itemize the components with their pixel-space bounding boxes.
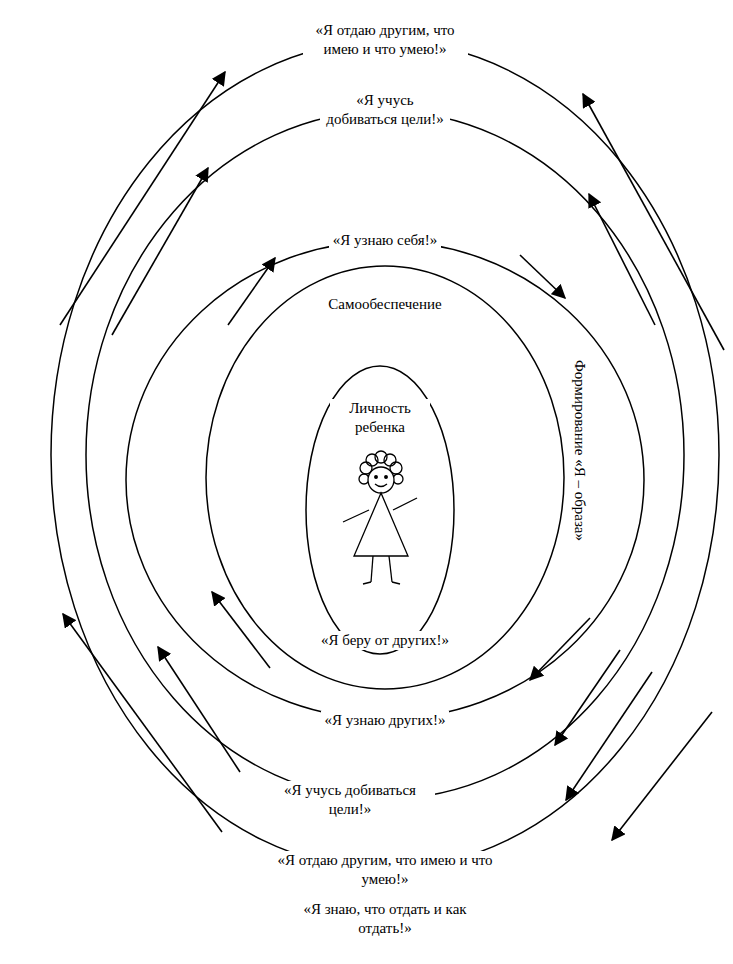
ring-ellipse: «Я узнаю себя!»«Я узнаю других!»Самообес… [125,240,645,720]
ring-ellipse: «Я отдаю другим, что имею и что умею!»«Я… [50,40,720,870]
ring-text: Самообеспечение [324,295,446,314]
note-label: «Я знаю, что отдать и как отдать!» [277,900,493,938]
ring-ellipse: «Я учусь добиваться цели!»«Я учусь добив… [85,110,685,800]
ring-text: «Я узнаю других!» [321,711,450,730]
ring-text: «Я узнаю себя!» [329,231,441,250]
ring-text: «Я отдаю другим, что имею и что умею!» [303,21,468,59]
ellipse-outline [50,40,720,870]
vertical-label: Формирование «Я – образа» [571,356,590,543]
ring-text: «Я отдаю другим, что имею и что умею!» [268,851,503,889]
ring-ellipse: Самообеспечение «Я беру от других!» Личнос… [205,265,565,690]
ring-text: Личность ребенка [330,399,430,437]
ring-ellipse: Личность ребенка [305,365,455,655]
child-figure [343,451,417,584]
ring-text: «Я учусь добиваться цели!» [265,781,435,819]
ring-text: «Я беру от других!» [317,631,453,650]
ellipse-outline [85,110,685,800]
ring-text: «Я учусь добиваться цели!» [320,91,450,129]
ellipse-outline [205,265,565,690]
